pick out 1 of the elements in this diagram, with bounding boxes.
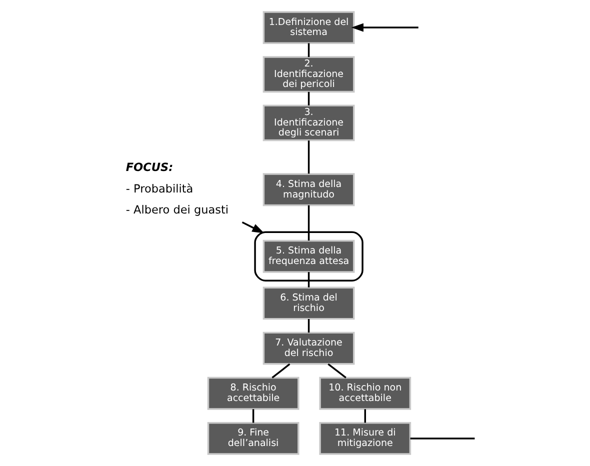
node-text: FOCUS: - Probabilità - Albero dei guasti bbox=[125, 160, 228, 216]
